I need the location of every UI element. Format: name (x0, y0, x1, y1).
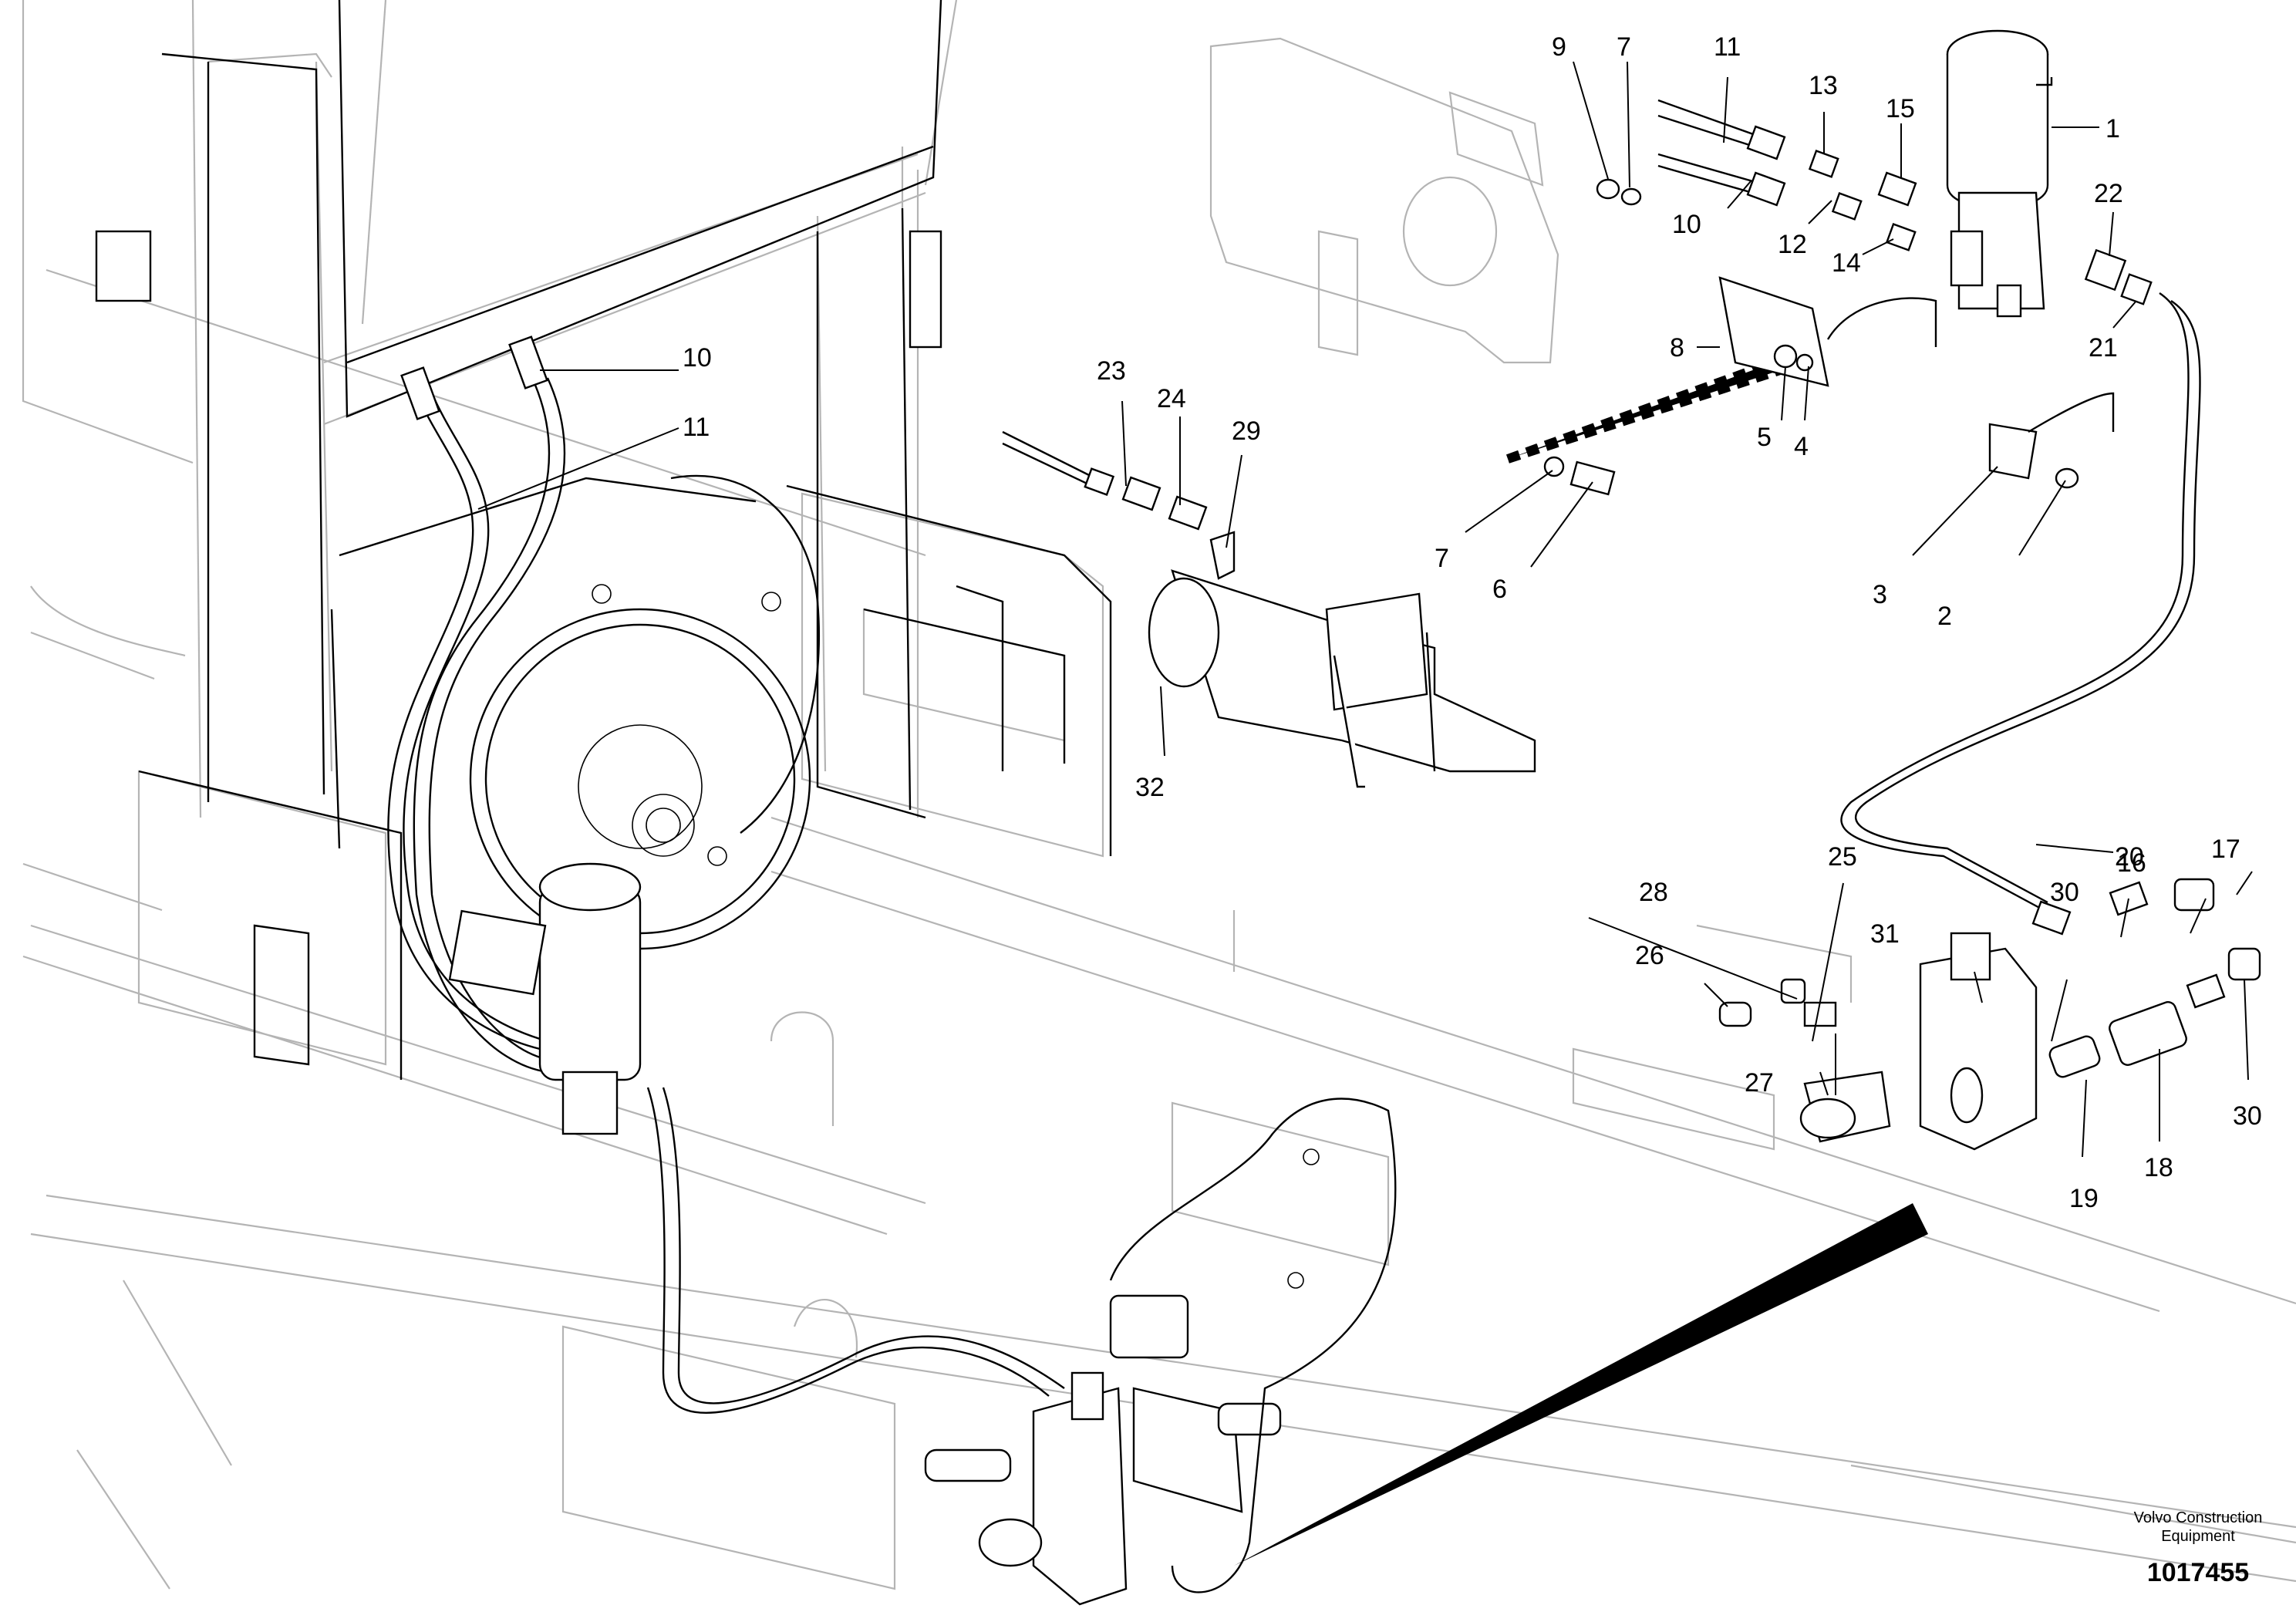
callout-labels: 1 2 3 4 5 6 7 7 8 9 10 10 11 11 12 13 14… (683, 32, 2262, 1213)
callout-15: 15 (1886, 94, 1915, 123)
callout-19: 19 (2069, 1184, 2099, 1213)
callout-30b: 30 (2233, 1101, 2262, 1131)
document-number: 1017455 (2147, 1558, 2249, 1587)
hose-assembly-left (387, 336, 1065, 1414)
part-31-valve (1718, 878, 2261, 1151)
callout-17: 17 (2211, 835, 2240, 864)
callout-25: 25 (1828, 842, 1857, 872)
callout-11b: 11 (683, 413, 710, 442)
callout-18: 18 (2144, 1153, 2173, 1182)
callout-23: 23 (1097, 356, 1126, 386)
callout-16: 16 (2117, 848, 2146, 878)
leader-lines (477, 61, 2253, 1158)
solenoid-valve-installed (448, 862, 642, 1135)
callout-2: 2 (1937, 602, 1952, 631)
callout-9: 9 (1552, 32, 1566, 62)
callout-30a: 30 (2050, 878, 2079, 907)
callout-13: 13 (1809, 71, 1838, 100)
callout-26: 26 (1635, 941, 1664, 970)
callout-1: 1 (2106, 114, 2120, 143)
part-fittings-top (1543, 99, 2201, 912)
callout-4: 4 (1794, 432, 1809, 461)
valve-assembly-installed (924, 1294, 1282, 1606)
callout-31: 31 (1870, 919, 1900, 949)
callout-27: 27 (1745, 1068, 1774, 1098)
callout-7a: 7 (1435, 544, 1449, 573)
callout-14: 14 (1832, 248, 1861, 278)
bracket-support (1109, 1098, 1397, 1593)
callout-3: 3 (1873, 580, 1887, 609)
part-32-cylinder (1148, 569, 1536, 788)
callout-21: 21 (2089, 333, 2118, 363)
callout-6: 6 (1492, 575, 1507, 604)
callout-32: 32 (1135, 773, 1165, 802)
part-fittings-middle (1002, 430, 1236, 580)
callout-8: 8 (1670, 333, 1684, 363)
callout-11a: 11 (1714, 32, 1741, 62)
callout-24: 24 (1157, 384, 1186, 413)
brand-line-2: Equipment (2161, 1528, 2235, 1545)
callout-7b: 7 (1617, 32, 1631, 62)
callout-29: 29 (1232, 416, 1261, 446)
part-1-solenoid (1946, 29, 2053, 318)
callout-10a: 10 (1672, 210, 1701, 239)
callout-28: 28 (1639, 878, 1668, 907)
callout-10b: 10 (683, 343, 712, 373)
brand-line-1: Volvo Construction (2134, 1509, 2263, 1526)
callout-20: 20 (2115, 842, 2144, 872)
cab-frame (95, 0, 1112, 1080)
callout-22: 22 (2094, 179, 2123, 208)
mount-bracket-grey (1209, 37, 1559, 364)
callout-12: 12 (1778, 230, 1807, 259)
footer-block: Volvo Construction Equipment 1017455 (2134, 1509, 2263, 1587)
callout-5: 5 (1757, 423, 1772, 452)
